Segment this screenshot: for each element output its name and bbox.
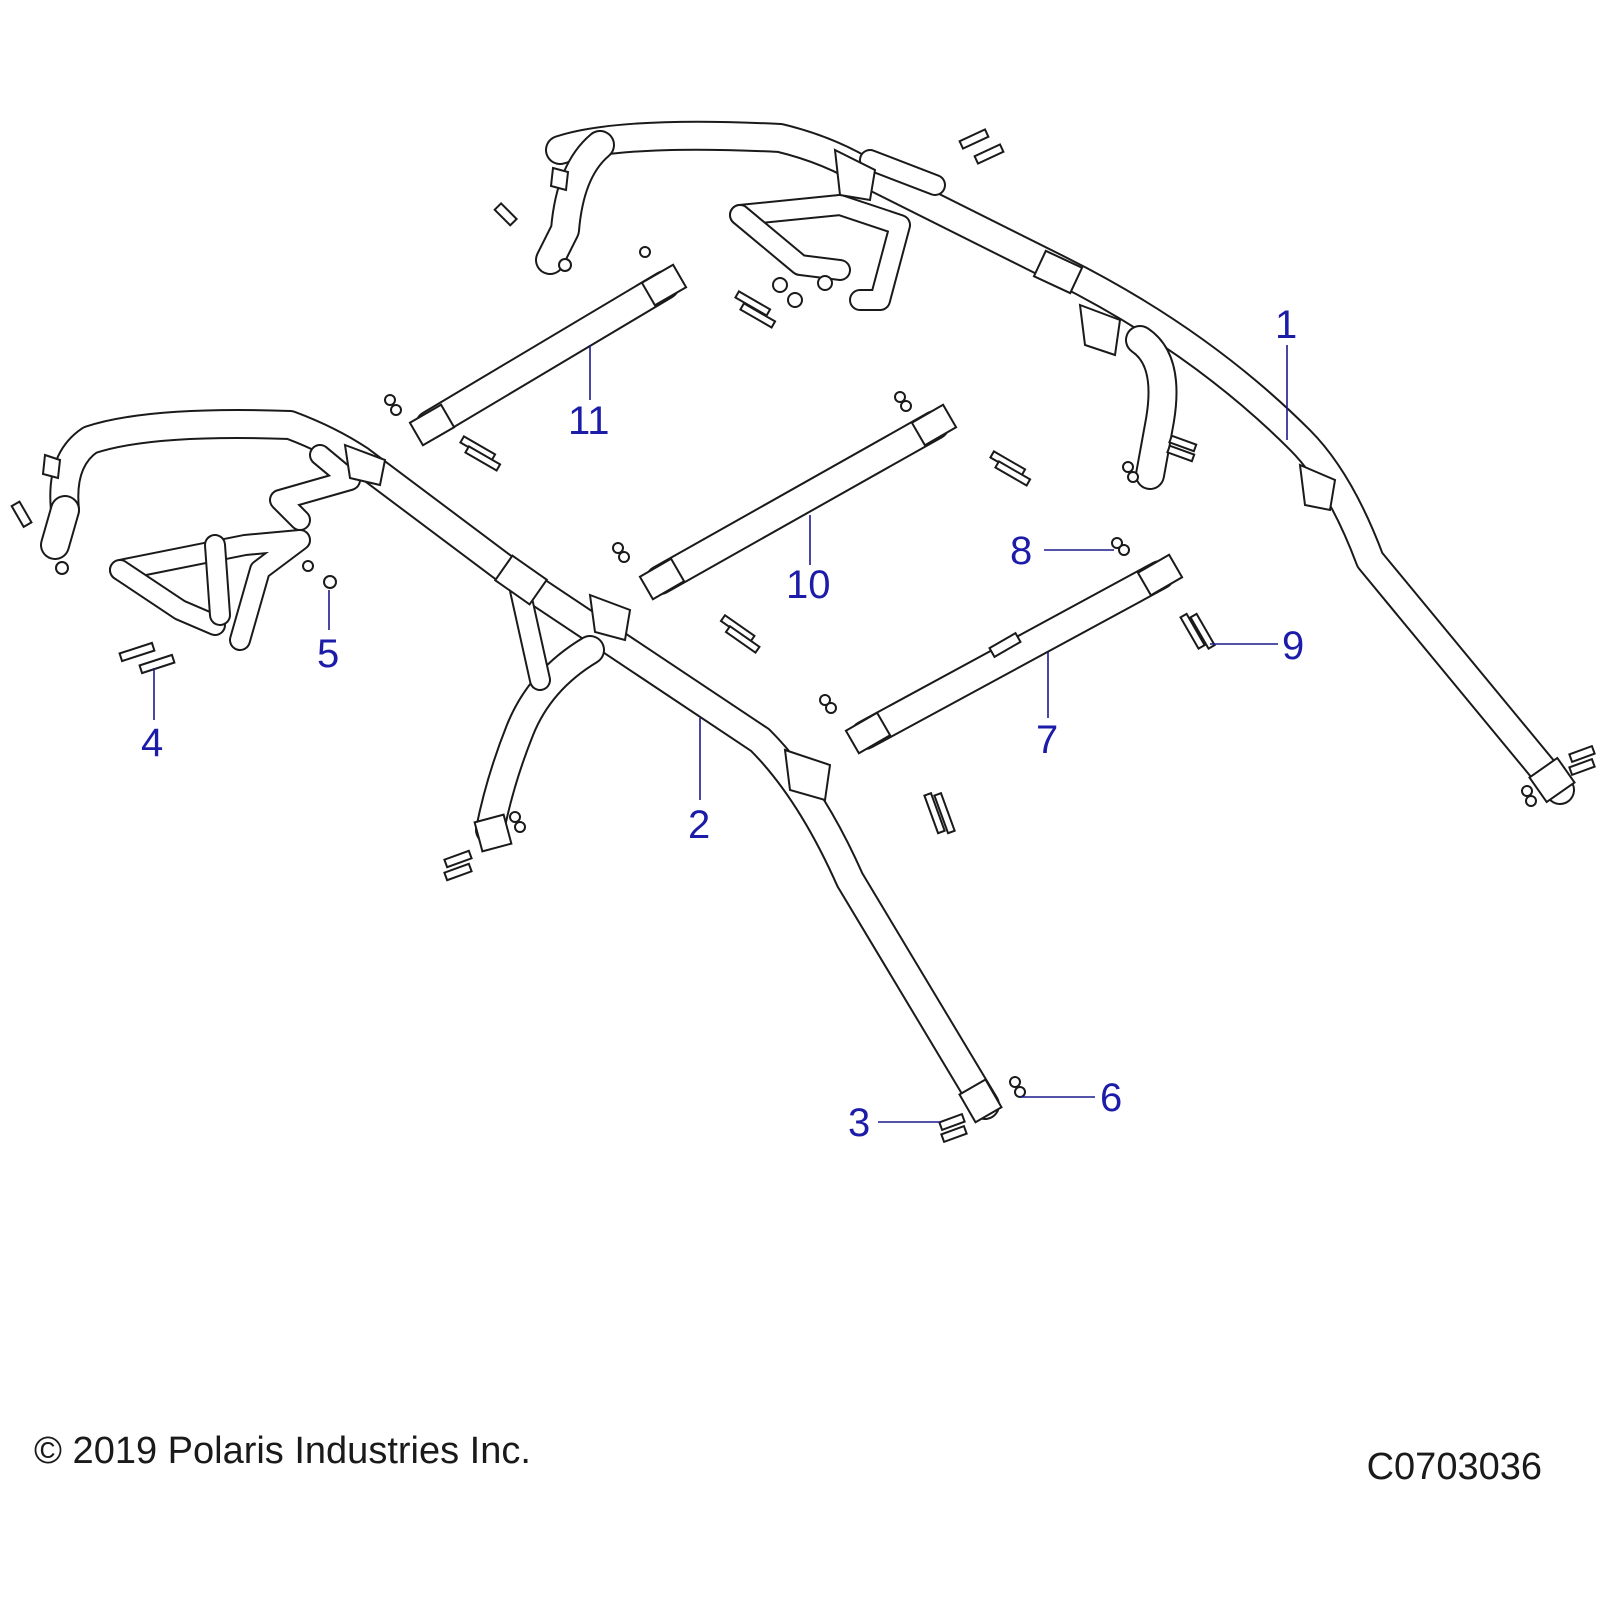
bolt-icon [734,290,777,329]
callout-7: 7 [1036,718,1058,762]
nut-icon [509,811,526,833]
nut-icon [558,246,651,272]
nut-icon [1521,785,1537,807]
callout-1: 1 [1275,303,1297,347]
nut-icon [612,542,630,563]
nut-icon [1122,461,1139,483]
cross-bar-part-11 [408,263,688,447]
bolt-icon [719,613,761,654]
figure-id: C0703036 [1366,1446,1542,1488]
callout-6: 6 [1100,1076,1122,1120]
nut-icon [772,275,833,308]
leader-lines [153,345,1288,1123]
cross-bar-part-10 [638,403,958,601]
bolt-icon [938,1112,968,1144]
nut-icon [1009,1076,1026,1098]
bolt-icon [10,500,33,529]
bolt-icon [118,641,176,675]
callout-4: 4 [141,721,163,765]
callout-10: 10 [786,563,831,607]
callout-11: 11 [568,399,610,443]
bolt-icon [989,450,1032,487]
bolt-icon [1166,434,1198,463]
fasteners [10,128,1596,1144]
callout-labels: 1 2 3 4 5 6 7 8 9 10 11 [141,303,1304,1145]
bolt-icon [493,201,519,227]
nut-icon [894,391,912,412]
nut-icon [302,560,337,589]
callout-3: 3 [848,1101,870,1145]
bolt-icon [459,435,502,472]
callout-9: 9 [1282,624,1304,668]
bolt-icon [1179,612,1216,650]
nut-icon [819,694,837,714]
nut-icon [55,561,69,575]
bolt-icon [958,128,1005,165]
nut-icon [1111,537,1130,556]
rear-roll-cage-part-1 [535,120,1576,805]
bolt-icon [1568,744,1596,777]
callout-8: 8 [1010,529,1032,573]
copyright-notice: © 2019 Polaris Industries Inc. [34,1430,531,1472]
bolt-icon [443,849,473,882]
bolt-icon [923,791,956,835]
callout-2: 2 [688,803,710,847]
front-roll-cage-part-2 [40,409,1003,1124]
nut-icon [384,394,402,416]
cross-bar-part-7 [844,553,1184,755]
callout-5: 5 [317,632,339,676]
